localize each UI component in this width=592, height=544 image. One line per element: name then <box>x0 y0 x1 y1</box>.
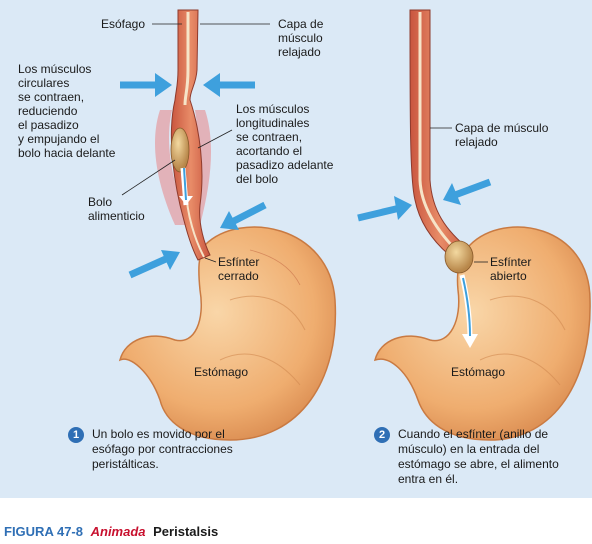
esophagus-right <box>409 9 478 348</box>
label-bolo-alimenticio: Bolo alimenticio <box>88 195 145 223</box>
caption-number-1: 1 <box>68 427 84 443</box>
peristalsis-illustration <box>118 9 591 441</box>
leader-lines-right <box>430 127 488 263</box>
caption-1: Un bolo es movido por el esófago por con… <box>92 427 233 471</box>
label-musculos-circulares: Los músculos circulares se contraen, red… <box>18 62 116 160</box>
label-estomago-1: Estómago <box>194 365 249 379</box>
pressure-arrows-right <box>357 178 492 222</box>
figure-animada: Animada <box>90 524 146 539</box>
label-capa-relajado-2: Capa de músculo relajado <box>455 121 549 149</box>
stomach-left <box>118 226 337 441</box>
stomach-right <box>373 226 591 441</box>
label-esfinter-cerrado: Esfínter cerrado <box>218 255 260 283</box>
label-capa-relajado-1: Capa de músculo relajado <box>278 17 324 59</box>
leader-lines-left <box>121 23 270 263</box>
figure-number: FIGURA 47-8 <box>4 524 83 539</box>
caption-2: Cuando el esfínter (anillo de músculo) e… <box>398 427 559 486</box>
figure-caption: FIGURA 47-8 Animada Peristalsis <box>4 524 218 540</box>
pressure-arrows-left <box>120 73 267 279</box>
esophagus-left <box>155 9 212 261</box>
figure-title: Peristalsis <box>153 524 219 539</box>
label-esfinter-abierto: Esfínter abierto <box>490 255 532 283</box>
label-musculos-longitudinales: Los músculos longitudinales se contraen,… <box>236 102 334 186</box>
caption-number-2: 2 <box>374 427 390 443</box>
label-esofago: Esófago <box>101 17 146 31</box>
label-estomago-2: Estómago <box>451 365 506 379</box>
